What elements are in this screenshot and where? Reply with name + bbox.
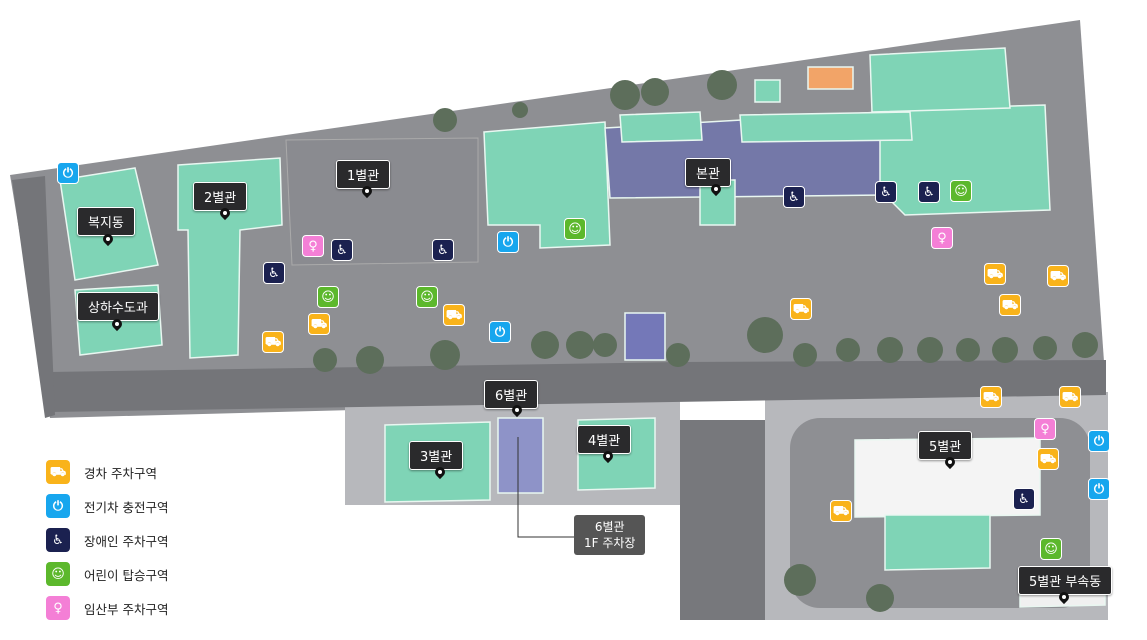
child-icon[interactable]: ☺	[1040, 538, 1062, 560]
building-label-annex5[interactable]: 5별관	[918, 431, 973, 460]
legend-label: 장애인 주차구역	[84, 533, 169, 549]
child-icon: ☺	[46, 562, 70, 586]
compact-car-icon[interactable]: ⛟	[999, 294, 1021, 316]
building-label-welfare[interactable]: 복지동	[77, 207, 135, 236]
pregnant-icon[interactable]: ♀	[1034, 418, 1056, 440]
ev-charging-icon[interactable]: ⏻	[1088, 478, 1110, 500]
compact-car-icon[interactable]: ⛟	[984, 263, 1006, 285]
compact-car-icon: ⛟	[46, 460, 70, 484]
building-label-water[interactable]: 상하수도과	[77, 292, 159, 321]
legend-item-child: ☺ 어린이 탑승구역	[46, 557, 168, 591]
compact-car-icon[interactable]: ⛟	[308, 313, 330, 335]
compact-car-icon[interactable]: ⛟	[1059, 386, 1081, 408]
callout-line2: 1F 주차장	[584, 536, 636, 550]
building-label-annex2[interactable]: 2별관	[193, 182, 248, 211]
legend-label: 전기차 충전구역	[84, 499, 169, 515]
wheelchair-icon[interactable]: ♿	[783, 186, 805, 208]
wheelchair-icon[interactable]: ♿	[1013, 488, 1035, 510]
ev-charging-icon[interactable]: ⏻	[489, 321, 511, 343]
compact-car-icon[interactable]: ⛟	[1037, 448, 1059, 470]
legend-item-disabled: ♿ 장애인 주차구역	[46, 523, 168, 557]
map-pin-icon[interactable]	[220, 208, 230, 221]
map-pin-icon[interactable]	[103, 234, 113, 247]
legend-item-pregnant: ♀ 임산부 주차구역	[46, 591, 168, 625]
wheelchair-icon[interactable]: ♿	[263, 262, 285, 284]
callout-leader-line	[517, 437, 575, 538]
pregnant-icon: ♀	[46, 596, 70, 620]
ev-charging-icon[interactable]: ⏻	[1088, 430, 1110, 452]
wheelchair-icon[interactable]: ♿	[875, 181, 897, 203]
building-label-annex5-sub[interactable]: 5별관 부속동	[1018, 566, 1113, 595]
compact-car-icon[interactable]: ⛟	[830, 500, 852, 522]
map-pin-icon[interactable]	[112, 319, 122, 332]
map-pin-icon[interactable]	[362, 186, 372, 199]
compact-car-icon[interactable]: ⛟	[443, 304, 465, 326]
building-label-annex1[interactable]: 1별관	[336, 160, 391, 189]
map-pin-icon[interactable]	[603, 451, 613, 464]
child-icon[interactable]: ☺	[564, 218, 586, 240]
pregnant-icon[interactable]: ♀	[302, 235, 324, 257]
annex1-roof	[285, 137, 479, 266]
map-pin-icon[interactable]	[512, 405, 522, 418]
child-icon[interactable]: ☺	[950, 180, 972, 202]
legend-label: 임산부 주차구역	[84, 601, 169, 617]
compact-car-icon[interactable]: ⛟	[790, 298, 812, 320]
building-label-annex4[interactable]: 4별관	[577, 425, 632, 454]
legend-item-compact: ⛟ 경차 주차구역	[46, 455, 168, 489]
compact-car-icon[interactable]: ⛟	[1047, 265, 1069, 287]
building-label-main[interactable]: 본관	[685, 158, 731, 187]
compact-car-icon[interactable]: ⛟	[980, 386, 1002, 408]
building-label-annex3[interactable]: 3별관	[409, 441, 464, 470]
map-pin-icon[interactable]	[945, 457, 955, 470]
pregnant-icon[interactable]: ♀	[931, 227, 953, 249]
wheelchair-icon[interactable]: ♿	[331, 239, 353, 261]
wheelchair-icon[interactable]: ♿	[918, 181, 940, 203]
compact-car-icon[interactable]: ⛟	[262, 331, 284, 353]
legend-label: 경차 주차구역	[84, 465, 157, 481]
callout-line1: 6별관	[594, 520, 625, 534]
wheelchair-icon: ♿	[46, 528, 70, 552]
map-pin-icon[interactable]	[711, 184, 721, 197]
trees	[313, 70, 1098, 612]
child-icon[interactable]: ☺	[317, 286, 339, 308]
ev-charging-icon[interactable]: ⏻	[497, 231, 519, 253]
ev-charging-icon[interactable]: ⏻	[57, 162, 79, 184]
legend: ⛟ 경차 주차구역 ⏻ 전기차 충전구역 ♿ 장애인 주차구역 ☺ 어린이 탑승구역 ♀…	[46, 455, 168, 625]
map-pin-icon[interactable]	[435, 467, 445, 480]
annex6-parking-callout: 6별관 1F 주차장	[574, 515, 646, 555]
child-icon[interactable]: ☺	[416, 286, 438, 308]
ev-charging-icon: ⏻	[46, 494, 70, 518]
legend-item-ev: ⏻ 전기차 충전구역	[46, 489, 168, 523]
map-pin-icon[interactable]	[1059, 592, 1069, 605]
legend-label: 어린이 탑승구역	[84, 567, 169, 583]
wheelchair-icon[interactable]: ♿	[432, 239, 454, 261]
